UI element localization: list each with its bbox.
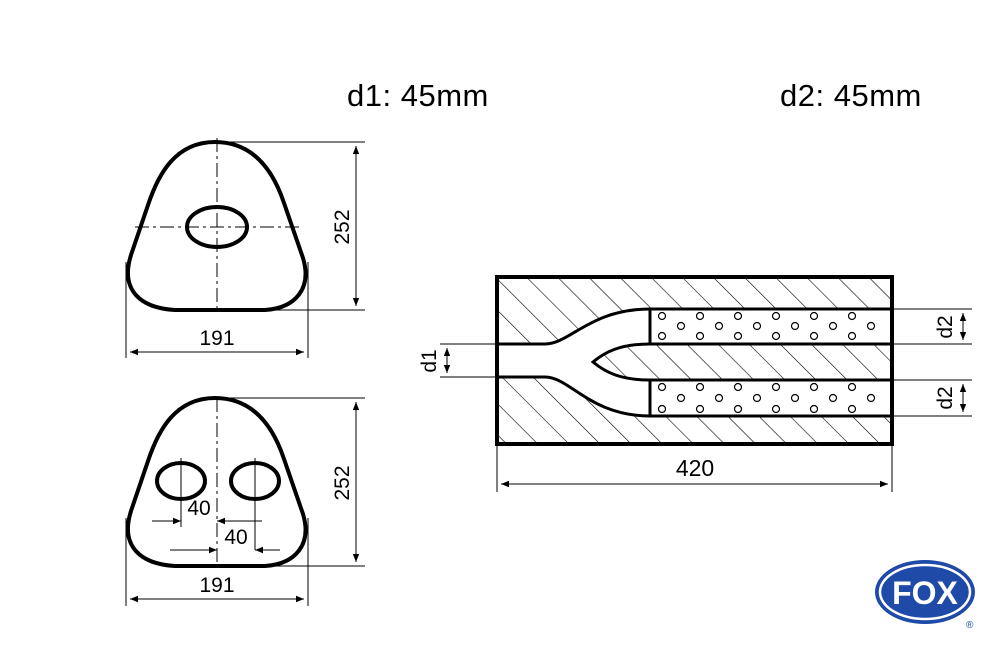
fox-logo-text: FOX xyxy=(892,575,958,611)
d1-diameter-title: d1: 45mm xyxy=(347,78,489,113)
bottom-oval-outline xyxy=(125,395,308,568)
spacing-label-upper: 40 xyxy=(187,497,210,520)
bottom-height-label: 252 xyxy=(331,465,354,500)
top-oval-outline xyxy=(125,139,308,312)
top-width-label: 191 xyxy=(199,327,234,350)
spacing-label-lower: 40 xyxy=(224,526,247,549)
registered-mark: ® xyxy=(966,620,974,631)
top-height-label: 252 xyxy=(331,209,354,244)
fox-logo: FOX ® xyxy=(875,560,975,631)
d2-diameter-title: d2: 45mm xyxy=(780,78,922,113)
inlet-d1-label: d1 xyxy=(418,349,441,372)
bottom-width-label: 191 xyxy=(199,574,234,597)
side-section-view: d1 d2 d2 420 xyxy=(418,275,972,492)
length-label: 420 xyxy=(676,455,714,481)
bottom-cross-section: 40 40 252 191 xyxy=(125,395,365,606)
upper-perforated-tube xyxy=(657,311,876,341)
silencer-casing xyxy=(495,275,894,446)
silencer-body-hatch xyxy=(497,277,892,444)
outlet-upper-d2-label: d2 xyxy=(934,315,957,338)
lower-perforated-tube xyxy=(657,382,876,414)
outlet-lower-d2-label: d2 xyxy=(934,386,957,409)
top-cross-section: 252 191 xyxy=(125,138,365,358)
